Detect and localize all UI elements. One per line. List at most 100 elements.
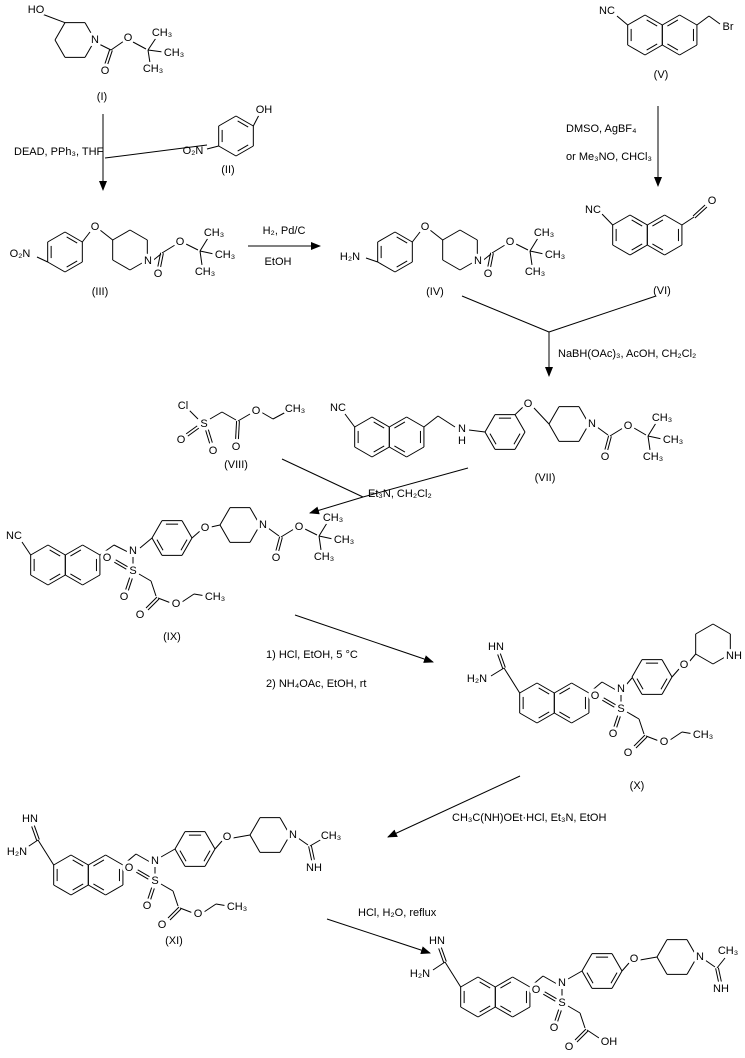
ring-bond xyxy=(174,848,186,867)
atom-label: O₂N xyxy=(10,248,31,260)
ring-bond xyxy=(612,244,631,256)
aromatic-inner-bond xyxy=(489,433,497,445)
atom-label: CH₃ xyxy=(323,512,343,524)
atom-label: O xyxy=(103,552,112,564)
ring-bond xyxy=(629,214,648,226)
reagent-text: NaBH(OAc)₃, AcOH, CH₂Cl₂ xyxy=(558,348,696,360)
atom-label: N xyxy=(259,519,267,531)
bond xyxy=(113,544,129,553)
double-bond xyxy=(235,420,238,439)
atom-label: CH₃ xyxy=(663,434,683,446)
ring-bond xyxy=(581,970,593,989)
atom-label: O xyxy=(209,445,218,457)
double-bond xyxy=(715,968,720,983)
ring-bond xyxy=(53,854,72,866)
ring-bond xyxy=(662,44,680,56)
reaction-arrow xyxy=(294,614,434,663)
ring-bond xyxy=(661,676,673,695)
ring-bond xyxy=(477,1006,496,1018)
ring-bond xyxy=(219,507,231,526)
bond xyxy=(633,427,647,436)
atom-label: H₂N xyxy=(410,968,430,980)
ring-bond xyxy=(129,259,148,271)
ring-bond xyxy=(662,14,680,26)
ring-bond xyxy=(477,976,496,988)
atom-label: CH₃ xyxy=(643,451,663,463)
reagent-text: DMSO, AgBF₄ xyxy=(566,123,637,135)
atom-label: HN xyxy=(488,641,504,653)
ring-bond xyxy=(712,653,731,665)
aromatic-inner-bond xyxy=(72,859,84,867)
ring-bond xyxy=(695,653,714,665)
ring-bond xyxy=(661,659,673,678)
bond xyxy=(681,216,695,226)
bond xyxy=(99,229,114,241)
aromatic-inner-bond xyxy=(66,236,78,244)
ring-bond xyxy=(548,406,560,425)
atom-label: CH₃ xyxy=(205,591,225,603)
ring-bond xyxy=(54,39,66,58)
double-bond xyxy=(185,425,198,435)
ring-bond xyxy=(686,939,698,958)
double-bond xyxy=(310,845,315,860)
atom-label: O xyxy=(295,521,304,533)
double-bond xyxy=(137,869,150,878)
ring-bond xyxy=(64,231,83,243)
bond xyxy=(444,961,462,988)
atom-label: O xyxy=(591,690,600,702)
bond xyxy=(318,535,322,551)
bond xyxy=(110,40,125,51)
atom-label: H xyxy=(458,435,466,447)
atom-label: O xyxy=(91,221,100,233)
bond xyxy=(209,411,223,420)
ring-bond xyxy=(512,976,531,988)
bond xyxy=(36,256,48,263)
ring-bond xyxy=(656,939,668,958)
reagent-text: 1) HCl, EtOH, 5 °C xyxy=(266,649,358,661)
ring-bond xyxy=(578,406,590,425)
atom-label: N xyxy=(696,951,704,963)
ring-bond xyxy=(631,676,643,695)
atom-label: CH₃ xyxy=(718,945,738,957)
bond xyxy=(503,667,521,694)
aromatic-inner-bond xyxy=(500,981,512,989)
double-bond xyxy=(602,699,615,708)
atom-label: O xyxy=(223,831,232,843)
double-bond xyxy=(169,908,182,921)
aromatic-inner-bond xyxy=(373,445,385,453)
double-bond xyxy=(615,716,621,729)
ring-bond xyxy=(578,423,590,442)
aromatic-inner-bond xyxy=(394,445,406,453)
atom-label: CH₃ xyxy=(545,249,565,261)
atom-label: O xyxy=(154,268,163,280)
aromatic-inner-bond xyxy=(156,539,164,551)
aromatic-inner-bond xyxy=(70,549,82,557)
compound-label: (IV) xyxy=(426,286,444,298)
double-bond xyxy=(613,715,619,728)
ring-bond xyxy=(105,854,124,866)
connector-line xyxy=(548,295,657,333)
reagent-text: EtOH xyxy=(265,256,292,268)
bond xyxy=(533,407,550,425)
atom-label: CH₃ xyxy=(227,901,247,913)
atom-label: S xyxy=(200,418,207,430)
compound-label: (VI) xyxy=(653,285,671,297)
double-bond xyxy=(136,871,149,880)
ring-bond xyxy=(82,544,101,556)
ring-bond xyxy=(174,831,186,850)
bond xyxy=(639,956,658,961)
bond xyxy=(567,1005,581,1014)
bond xyxy=(647,435,663,440)
bond xyxy=(625,677,633,686)
atom-label: NC xyxy=(6,530,22,542)
atom-label: O xyxy=(201,522,210,534)
aromatic-inner-bond xyxy=(179,850,187,862)
bond xyxy=(210,524,221,528)
bond xyxy=(191,530,201,539)
bond xyxy=(267,527,280,537)
ring-bond xyxy=(536,682,555,694)
atom-label: N xyxy=(151,855,159,867)
ring-bond xyxy=(389,446,407,458)
